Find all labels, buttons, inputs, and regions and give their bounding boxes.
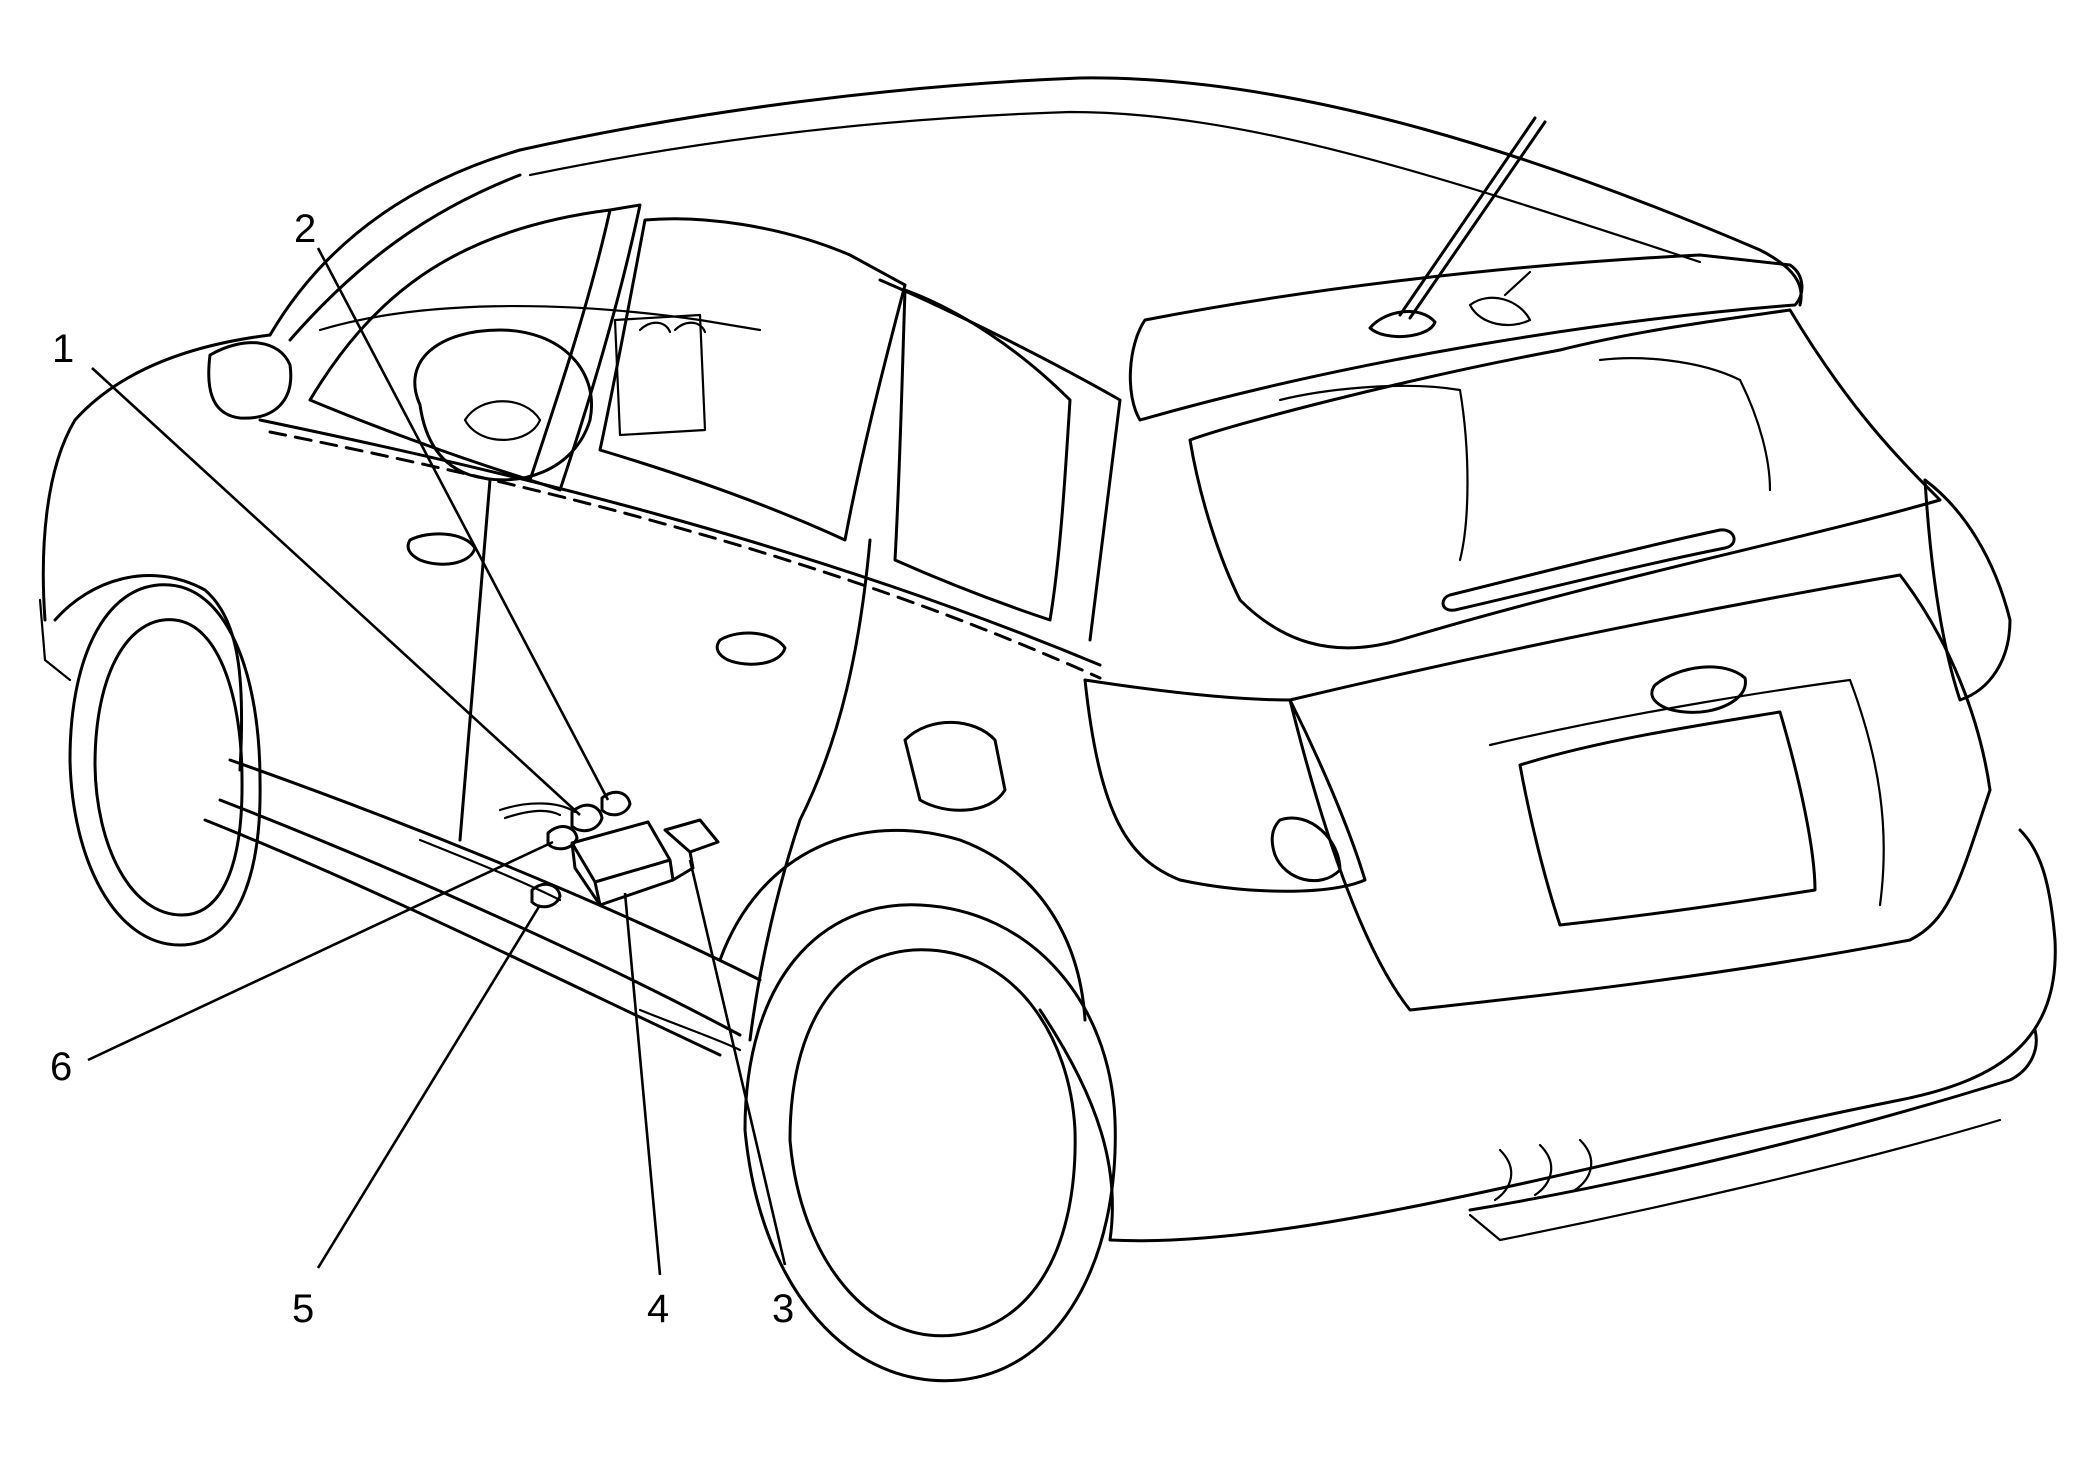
front-tire-tread — [93, 618, 244, 917]
rear-tire-tread — [788, 948, 1077, 1338]
leader-line-3 — [688, 859, 787, 1266]
rear-wheel-arch — [718, 828, 1087, 1022]
rear-bumper — [1038, 828, 2057, 1243]
license-plate — [1518, 710, 1817, 927]
side-mirror — [207, 341, 293, 420]
vehicle-line-art — [38, 76, 2057, 1383]
roof-wiring — [1468, 270, 1532, 327]
steering-wheel-inner — [463, 400, 542, 441]
rear-quarter-window — [893, 288, 1072, 622]
roof-outline — [268, 76, 1803, 337]
license-plate-recess — [1488, 678, 1885, 907]
center-console — [613, 313, 707, 437]
callout-2: 2 — [294, 207, 316, 251]
front-grille-edge — [38, 598, 72, 682]
rear-bumper-strip — [1468, 1118, 2002, 1242]
callout-1: 1 — [52, 327, 74, 371]
side-beltline-trim — [268, 430, 1102, 680]
component-2-nut — [600, 790, 632, 817]
gauge-cluster — [638, 321, 707, 334]
antenna — [1398, 116, 1547, 320]
steering-wheel — [413, 328, 593, 482]
rocker-panel — [203, 798, 742, 1057]
a-pillar — [288, 173, 522, 342]
fuel-door — [903, 720, 1007, 812]
front-door-handle — [406, 532, 477, 566]
components — [498, 790, 720, 909]
rear-bumper-detail — [1493, 1138, 1593, 1202]
rear-bumper-lower — [1468, 1028, 2038, 1212]
callout-5: 5 — [292, 1287, 314, 1331]
roof-inner-line — [528, 110, 1702, 264]
rear-lamp-right — [1923, 478, 2012, 702]
rear-door-handle — [715, 631, 787, 666]
leader-line-5 — [316, 904, 542, 1269]
callout-numbers: 1 2 3 4 5 6 — [50, 207, 794, 1331]
tailgate-emblem — [1650, 665, 1747, 714]
dashboard — [318, 304, 762, 332]
rear-wiper — [1441, 528, 1736, 612]
c-pillar — [878, 278, 1122, 642]
rear-seat — [1278, 357, 1772, 562]
antenna-base — [1368, 310, 1437, 339]
door-cut-front — [458, 478, 492, 842]
callout-6: 6 — [50, 1045, 72, 1089]
component-1-nut — [570, 803, 604, 833]
rear-lamp-left-reflector — [1270, 816, 1342, 883]
leader-lines — [87, 247, 787, 1276]
side-body-lower — [228, 758, 762, 982]
leader-line-4 — [623, 892, 662, 1276]
component-4-module — [570, 820, 675, 907]
wiring-harness — [498, 802, 577, 820]
rear-spoiler — [1128, 253, 1804, 422]
component-5-nut — [530, 882, 562, 909]
rear-lamp-left — [1083, 678, 1367, 893]
leader-line-1 — [91, 367, 581, 816]
rear-window — [1188, 308, 1942, 650]
callout-3: 3 — [772, 1287, 794, 1331]
front-hood — [41, 333, 272, 622]
callout-4: 4 — [647, 1287, 669, 1331]
tailgate — [1288, 573, 1992, 1012]
leader-line-6 — [87, 840, 554, 1062]
side-beltline — [258, 418, 1102, 667]
leader-line-2 — [316, 247, 610, 801]
rear-tire — [743, 903, 1117, 1383]
door-cut-rear — [748, 538, 872, 1042]
front-tire — [68, 583, 262, 947]
front-door-window — [308, 208, 612, 482]
b-pillar — [528, 203, 642, 492]
rear-door-window — [598, 217, 907, 542]
front-fender — [53, 574, 244, 772]
component-6-nut — [546, 825, 579, 851]
